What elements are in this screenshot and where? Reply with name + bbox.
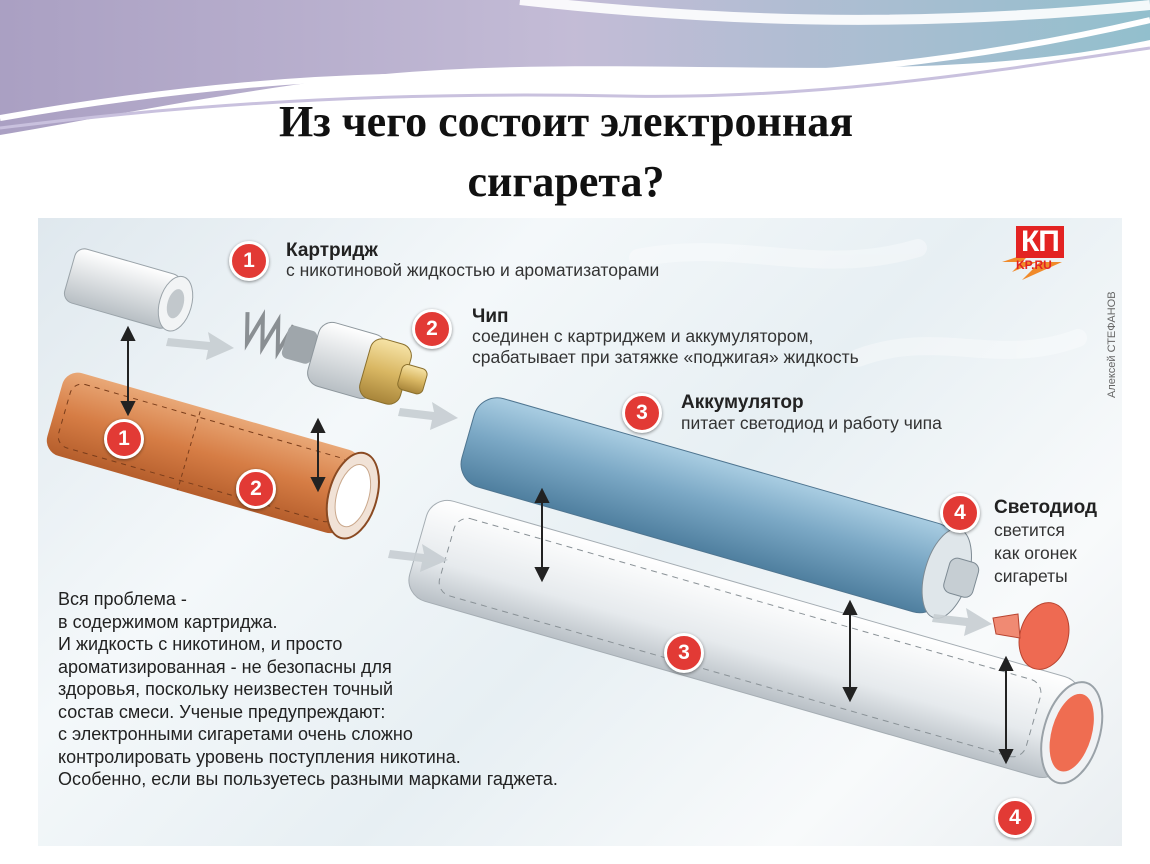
component-4-description-line-1: светится xyxy=(994,520,1065,541)
diagram-badge-4: 4 xyxy=(995,798,1035,838)
chip-part xyxy=(233,299,434,415)
cartridge-assembly xyxy=(43,368,388,545)
component-3-name: Аккумулятор xyxy=(681,392,804,414)
component-2-name: Чип xyxy=(472,306,509,328)
slide-title: Из чего состоит электронная сигарета? xyxy=(0,92,1132,212)
cartridge-part xyxy=(62,246,199,335)
component-1-description: с никотиновой жидкостью и ароматизаторам… xyxy=(286,260,659,281)
component-4-name: Светодиод xyxy=(994,497,1097,519)
diagram-badge-1: 1 xyxy=(104,419,144,459)
logo-brand: КП xyxy=(1016,226,1064,258)
component-4-description-line-3: сигареты xyxy=(994,566,1068,587)
badge-3-label: 3 xyxy=(622,393,662,433)
component-2-description-line-2: срабатывает при затяжке «поджигая» жидко… xyxy=(472,347,859,368)
component-3-description: питает светодиод и работу чипа xyxy=(681,413,942,434)
infographic-panel: 1 Картридж с никотиновой жидкостью и аро… xyxy=(38,218,1122,846)
logo-site: KP.RU xyxy=(1016,258,1052,272)
component-1-name: Картридж xyxy=(286,240,378,262)
warning-note: Вся проблема - в содержимом картриджа. И… xyxy=(58,588,558,791)
kp-logo: КП KP.RU xyxy=(1002,222,1108,280)
diagram-badge-3: 3 xyxy=(664,633,704,673)
component-2-description-line-1: соединен с картриджем и аккумулятором, xyxy=(472,326,813,347)
title-line-2: сигарета? xyxy=(0,152,1132,212)
component-4-description-line-2: как огонек xyxy=(994,543,1077,564)
illustrator-credit: Алексей СТЕФАНОВ xyxy=(1106,291,1118,398)
badge-4-label: 4 xyxy=(940,493,980,533)
badge-1-label: 1 xyxy=(229,241,269,281)
title-line-1: Из чего состоит электронная xyxy=(0,92,1132,152)
diagram-badge-2: 2 xyxy=(236,469,276,509)
badge-2-label: 2 xyxy=(412,309,452,349)
